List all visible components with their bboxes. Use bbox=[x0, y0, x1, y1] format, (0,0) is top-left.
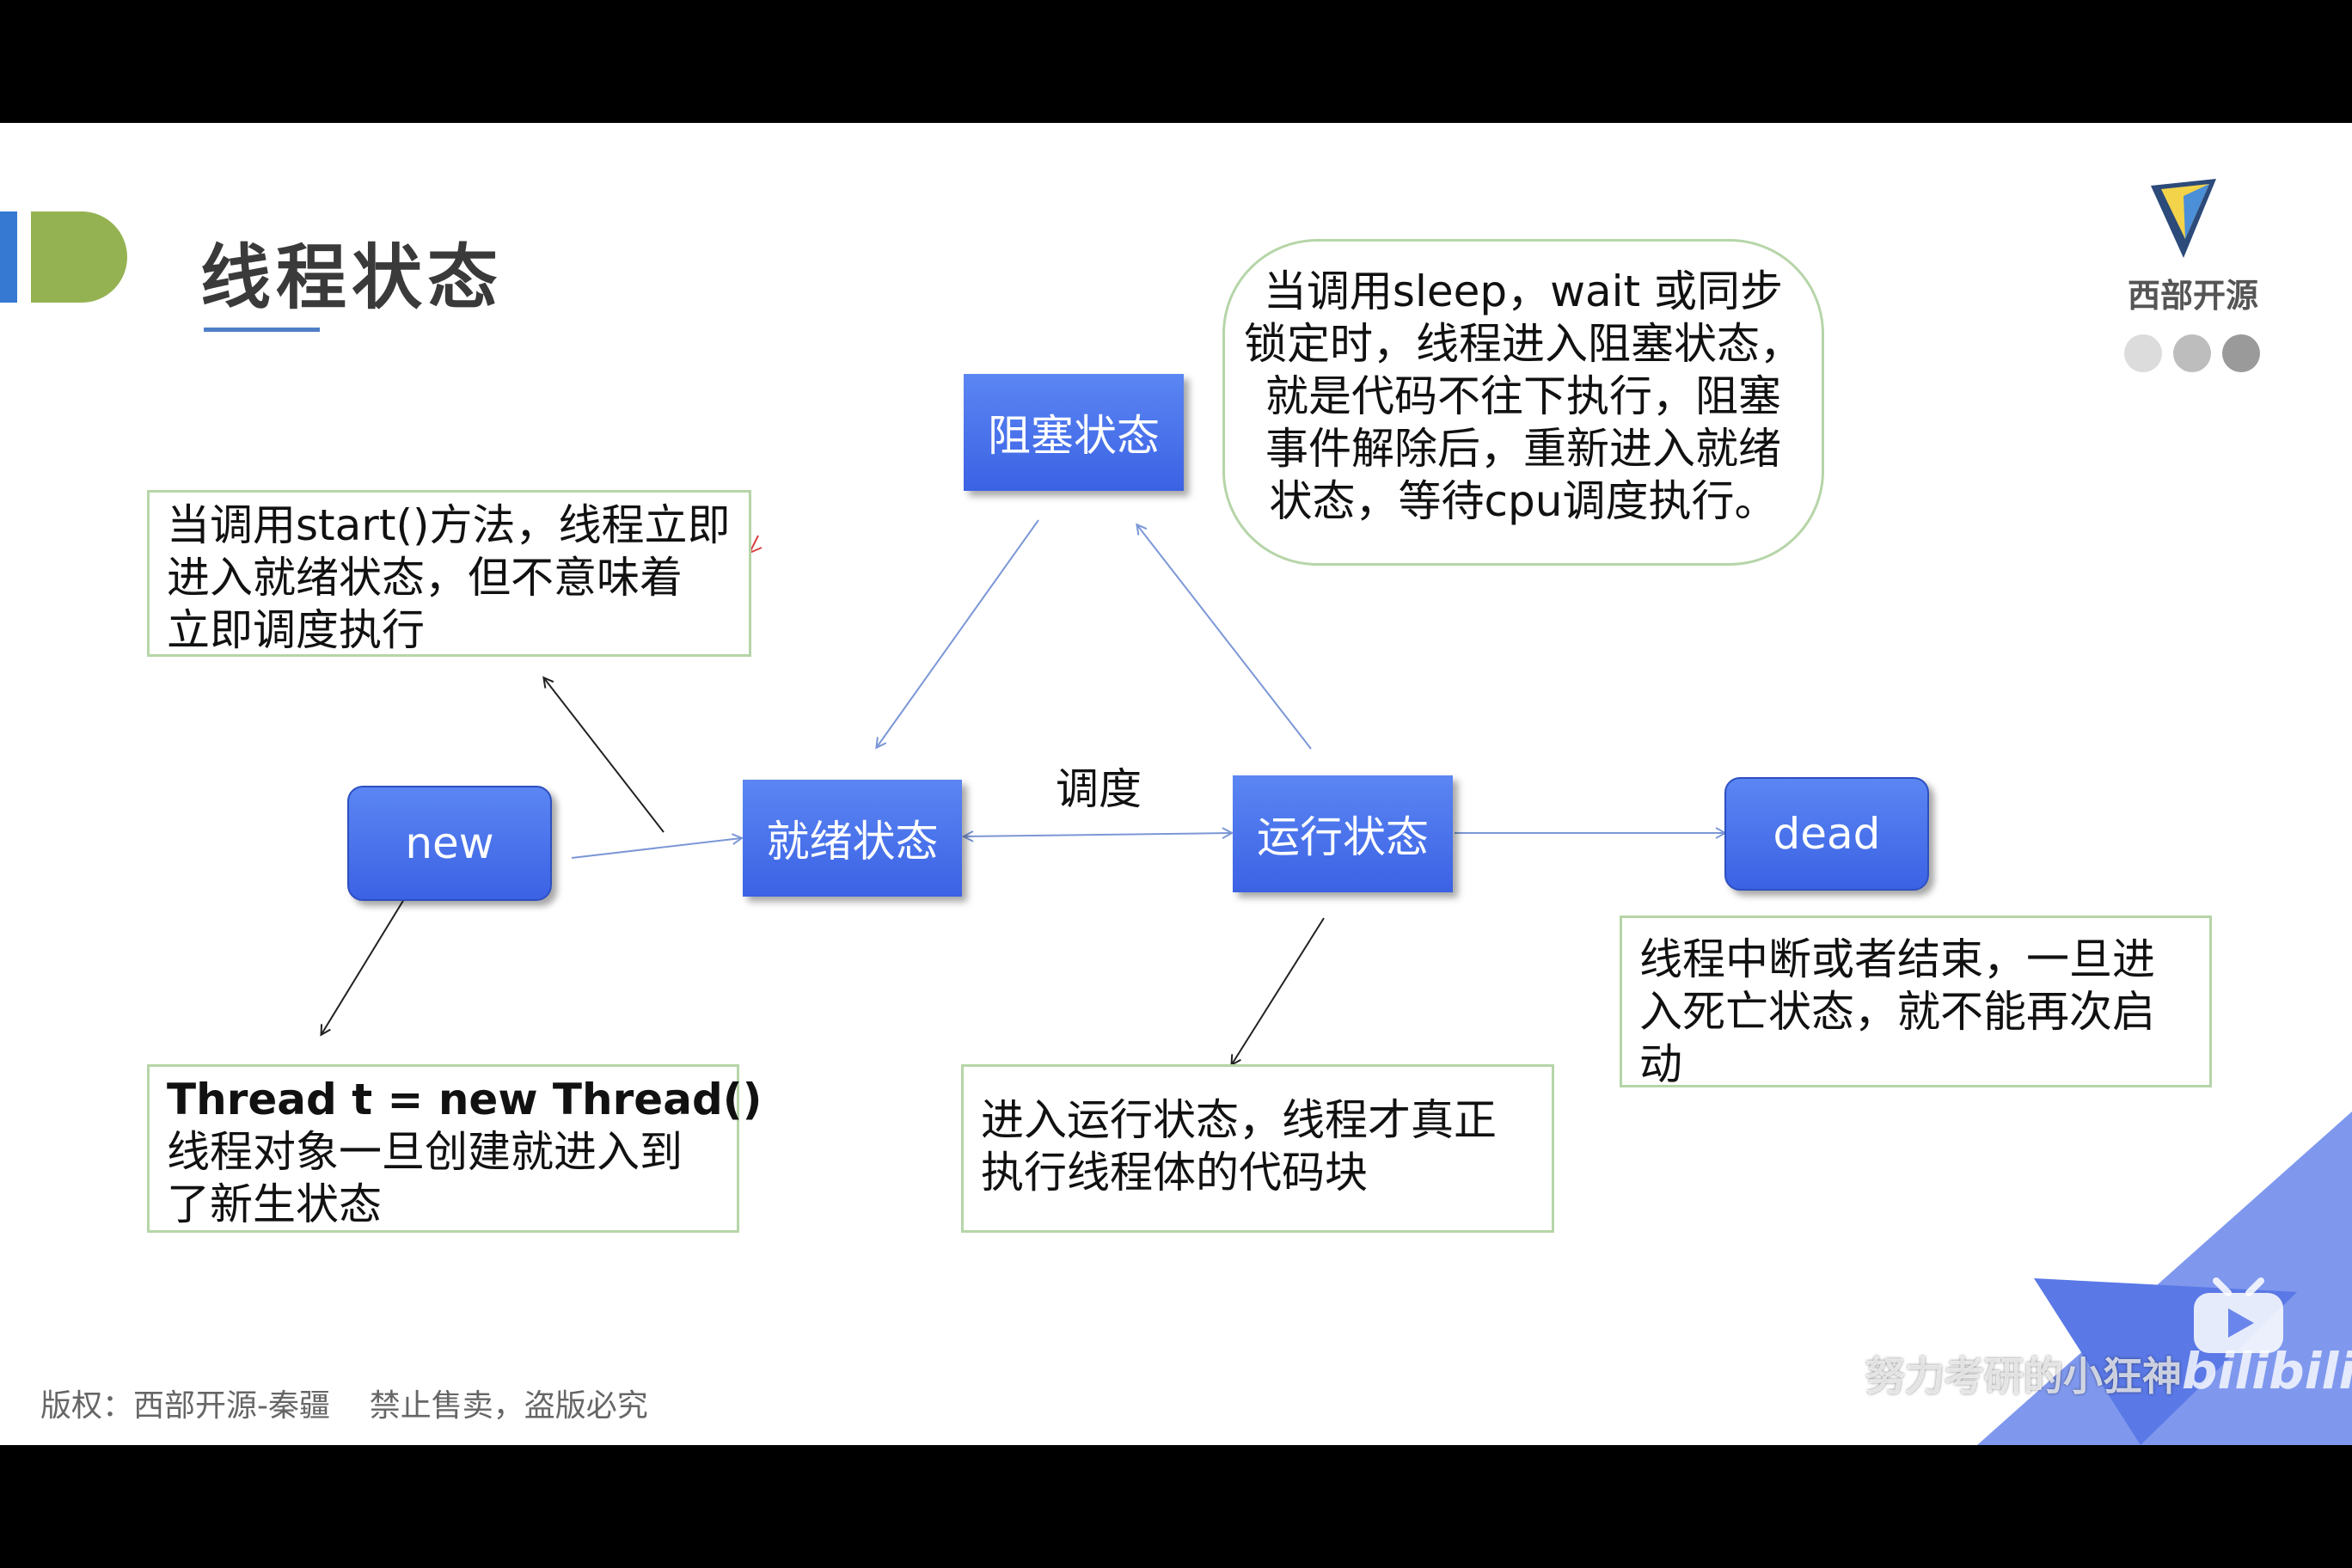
arrow-new-to-start-note bbox=[544, 678, 665, 833]
note-start: 当调用start()方法，线程立即 进入就绪状态，但不意味着 立即调度执行 bbox=[147, 490, 751, 657]
schedule-label: 调度 bbox=[1056, 764, 1142, 814]
arrow-running-to-blocked bbox=[1137, 525, 1312, 750]
state-ready: 就绪状态 bbox=[743, 780, 962, 897]
copyright-text: 版权：西部开源-秦疆 禁止售卖，盗版必究 bbox=[40, 1388, 648, 1424]
arrow-new-to-thread-note bbox=[322, 887, 412, 1034]
arrow-new-to-ready bbox=[571, 838, 741, 859]
arrow-running-to-note bbox=[1232, 917, 1325, 1064]
note-blocked-line-1: 当调用sleep，wait 或同步 bbox=[1263, 266, 1784, 316]
state-running: 运行状态 bbox=[1233, 775, 1453, 892]
note-new-thread: Thread t = new Thread() 线程对象一旦创建就进入到 了新生… bbox=[147, 1064, 763, 1233]
cursor-mark bbox=[747, 535, 763, 554]
note-start-line-2: 进入就绪状态，但不意味着 bbox=[167, 553, 683, 603]
dot-mid bbox=[2173, 334, 2211, 372]
note-blocked-line-2: 锁定时，线程进入阻塞状态， bbox=[1244, 319, 1803, 369]
note-dead-line-1: 线程中断或者结束，一旦进 bbox=[1639, 934, 2155, 984]
note-new-thread-line-1: 线程对象一旦创建就进入到 bbox=[167, 1127, 683, 1177]
note-blocked: 当调用sleep，wait 或同步 锁定时，线程进入阻塞状态， 就是代码不往下执… bbox=[1222, 239, 1824, 566]
note-blocked-line-4: 事件解除后，重新进入就绪 bbox=[1265, 424, 1781, 474]
arrow-ready-running bbox=[965, 833, 1231, 836]
note-dead-line-3: 动 bbox=[1639, 1039, 1682, 1089]
dot-dark bbox=[2222, 334, 2260, 372]
note-start-line-3: 立即调度执行 bbox=[167, 605, 425, 655]
note-new-thread-line-2: 了新生状态 bbox=[167, 1179, 382, 1229]
state-blocked: 阻塞状态 bbox=[964, 374, 1184, 491]
uploader-watermark: 努力考研的小狂神 bbox=[1865, 1353, 2182, 1400]
arrows-layer bbox=[0, 519, 2352, 1445]
note-blocked-line-5: 状态，等待cpu调度执行。 bbox=[1269, 476, 1778, 526]
title-underline bbox=[204, 328, 320, 332]
note-running-line-1: 进入运行状态，线程才真正 bbox=[981, 1095, 1497, 1145]
bilibili-tv-icon bbox=[2194, 1277, 2283, 1353]
bilibili-logo-text: bilibili bbox=[2182, 1342, 2352, 1400]
note-running-line-2: 执行线程体的代码块 bbox=[981, 1148, 1368, 1197]
note-new-thread-code: Thread t = new Thread() bbox=[167, 1075, 763, 1124]
note-start-line-1: 当调用start()方法，线程立即 bbox=[167, 500, 731, 550]
note-running: 进入运行状态，线程才真正 执行线程体的代码块 bbox=[961, 1064, 1554, 1233]
slide-title: 线程状态 bbox=[200, 237, 504, 319]
note-blocked-line-3: 就是代码不往下执行，阻塞 bbox=[1265, 371, 1781, 421]
note-dead-line-2: 入死亡状态，就不能再次启 bbox=[1639, 987, 2155, 1037]
xibu-logo-icon bbox=[2151, 179, 2216, 258]
arrow-blocked-to-ready bbox=[877, 519, 1039, 747]
title-accent-shape bbox=[31, 211, 127, 303]
slide: 线程状态 西部开源 bbox=[0, 123, 2352, 1445]
dot-light bbox=[2124, 334, 2162, 372]
title-accent-bar bbox=[0, 211, 17, 303]
note-dead: 线程中断或者结束，一旦进 入死亡状态，就不能再次启 动 bbox=[1620, 916, 2212, 1089]
logo-text: 西部开源 bbox=[2128, 277, 2259, 315]
state-new: new bbox=[347, 786, 552, 901]
state-dead: dead bbox=[1724, 777, 1929, 891]
